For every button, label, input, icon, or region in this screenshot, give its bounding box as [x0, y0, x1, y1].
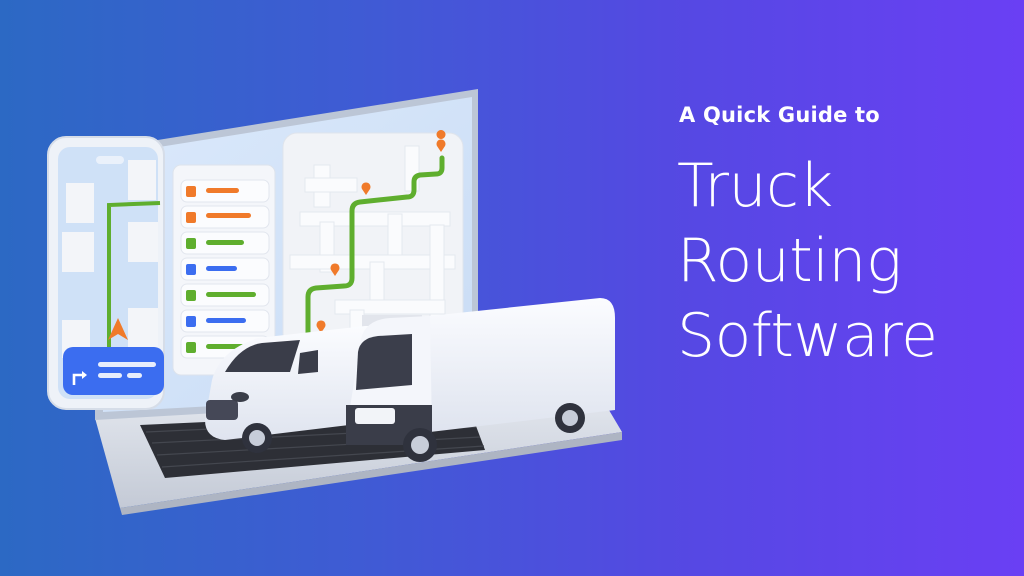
route-line [305, 155, 445, 348]
phone-route-line [107, 201, 161, 395]
list-item [180, 231, 270, 255]
list-item [180, 283, 270, 307]
map-pin-icon [330, 263, 340, 276]
headline-block: A Quick Guide to Truck Routing Software [677, 103, 938, 374]
turn-instruction-card [63, 347, 164, 395]
list-item [180, 205, 270, 229]
phone [47, 136, 165, 410]
turn-right-icon [72, 373, 82, 385]
delivery-list-panel [172, 164, 276, 376]
list-item [180, 257, 270, 281]
navigation-arrow-icon [108, 318, 128, 340]
map-pin-icon [316, 320, 326, 333]
box-truck [346, 298, 615, 462]
list-item [180, 309, 270, 333]
list-item [180, 179, 270, 203]
map-pin-icon [436, 139, 446, 152]
map-pin-icon [361, 182, 371, 195]
title-line-1: Truck [677, 151, 833, 222]
title-line-2: Routing [677, 226, 902, 297]
kicker-text: A Quick Guide to [679, 103, 880, 127]
title-line-3: Software [677, 301, 938, 372]
van [205, 325, 390, 453]
map-pins [316, 130, 446, 333]
